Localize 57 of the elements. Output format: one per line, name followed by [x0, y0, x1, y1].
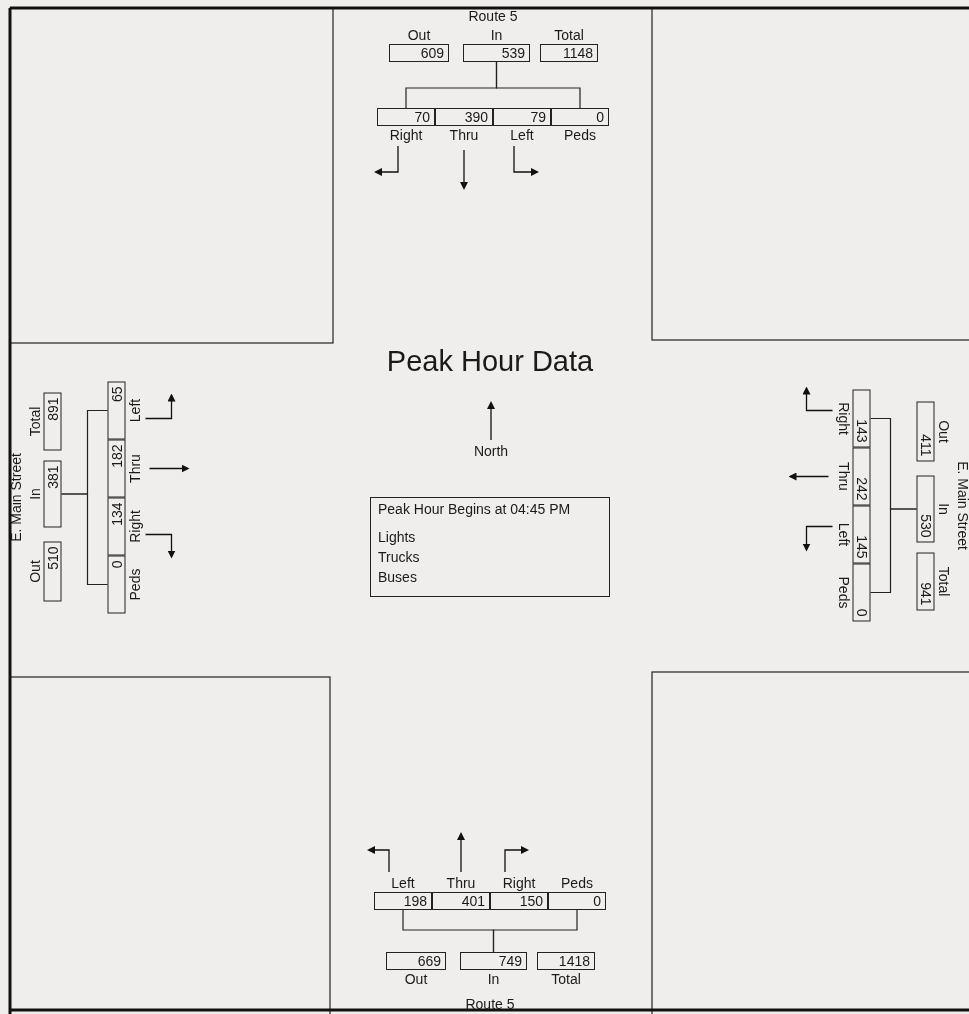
vehicle-class: Buses — [378, 568, 417, 586]
count-value: 609 — [389, 43, 449, 62]
movement-label: Left — [390, 874, 416, 891]
count-value: 198 — [374, 891, 432, 910]
count-value: 669 — [386, 951, 446, 970]
street-name: E. Main Street — [7, 451, 24, 544]
count-value: 749 — [460, 951, 527, 970]
vehicle-class: Lights — [378, 528, 416, 546]
column-heading: Total — [935, 565, 952, 598]
street-name: E. Main Street — [954, 459, 969, 552]
movement-label: Left — [835, 521, 852, 548]
movement-label: Peds — [835, 575, 852, 610]
count-value: 0 — [548, 891, 606, 910]
info-heading: Peak Hour Begins at 04:45 PM — [378, 500, 571, 518]
count-value: 70 — [377, 107, 435, 126]
count-value: 0 — [551, 107, 609, 126]
movement-label: Thru — [445, 874, 477, 891]
movement-label: Peds — [126, 567, 143, 602]
count-value: 150 — [490, 891, 548, 910]
movement-label: Right — [388, 126, 424, 143]
column-heading: In — [935, 501, 952, 517]
column-heading: In — [26, 486, 43, 502]
column-heading: Out — [403, 970, 429, 987]
column-heading: Out — [26, 558, 43, 585]
movement-label: Right — [501, 874, 537, 891]
street-name: Route 5 — [464, 995, 516, 1012]
bracket-line — [869, 507, 918, 593]
bracket-line — [60, 409, 109, 495]
movement-label: Left — [126, 397, 143, 424]
bracket-line — [495, 60, 581, 109]
movement-label: Thru — [126, 452, 143, 485]
street-name: Route 5 — [467, 7, 519, 24]
count-value: 539 — [463, 43, 530, 62]
count-value: 1148 — [540, 43, 598, 62]
movement-label: Right — [835, 400, 852, 437]
count-value: 1418 — [537, 951, 595, 970]
column-heading: Out — [406, 26, 432, 43]
movement-label: Thru — [448, 126, 480, 143]
column-heading: Out — [935, 418, 952, 445]
title: Peak Hour Data — [385, 345, 595, 378]
column-heading: In — [486, 970, 501, 987]
north-label: North — [472, 443, 510, 459]
bracket-line — [492, 908, 578, 953]
column-heading: Total — [26, 405, 43, 438]
count-value: 79 — [493, 107, 551, 126]
count-value: 390 — [435, 107, 493, 126]
vehicle-class: Trucks — [378, 548, 420, 566]
count-value: 401 — [432, 891, 490, 910]
movement-label: Peds — [560, 874, 594, 891]
column-heading: In — [489, 26, 504, 43]
movement-label: Left — [509, 126, 535, 143]
column-heading: Total — [550, 970, 582, 987]
movement-label: Right — [126, 508, 143, 545]
column-heading: Total — [553, 26, 585, 43]
movement-label: Thru — [835, 460, 852, 493]
info-box — [370, 497, 610, 597]
movement-label: Peds — [563, 126, 597, 143]
